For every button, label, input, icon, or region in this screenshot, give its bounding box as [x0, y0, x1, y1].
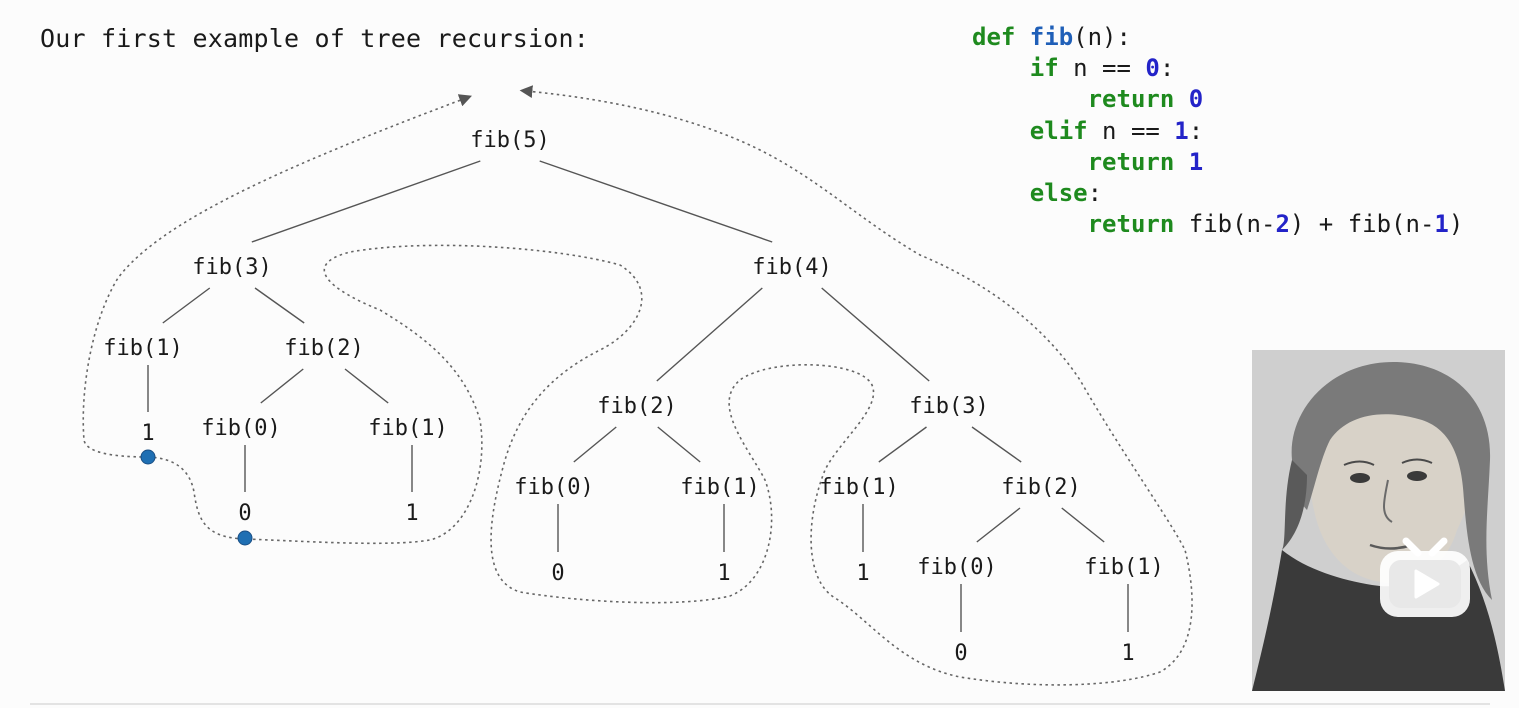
tree-edge: [656, 287, 763, 382]
tree-edge: [657, 426, 701, 463]
code-token: fib(n-: [1174, 210, 1276, 239]
code-token: elif: [1029, 116, 1088, 145]
code-token: return: [1087, 210, 1175, 239]
code-line: return fib(n-2) + fib(n-1): [972, 209, 1464, 240]
tree-call-node: fib(1): [103, 336, 182, 361]
code-token: return: [1087, 147, 1175, 176]
tree-call-node: fib(2): [284, 336, 363, 361]
tree-edge: [821, 287, 930, 382]
code-line: if n == 0:: [972, 53, 1463, 84]
tree-return-value: 1: [717, 561, 730, 586]
code-line: return 1: [972, 147, 1463, 178]
tree-return-value: 0: [954, 641, 967, 666]
code-token: ) + fib(n-: [1289, 210, 1435, 239]
visited-marker: [140, 449, 156, 465]
tree-edge: [1061, 507, 1105, 543]
code-line: return 0: [972, 84, 1463, 115]
code-token: :: [1159, 54, 1175, 83]
code-token: 0: [1188, 85, 1204, 114]
code-line: def fib(n):: [972, 22, 1463, 53]
tree-call-node: fib(2): [1001, 475, 1080, 500]
code-line: else:: [972, 178, 1463, 209]
code-token: (n):: [1073, 23, 1131, 51]
tree-call-node: fib(0): [917, 555, 996, 580]
code-token: :: [1087, 178, 1103, 207]
code-token: 2: [1275, 210, 1290, 239]
tree-edge: [251, 160, 481, 243]
code-token: 1: [1174, 116, 1189, 145]
tree-call-node: fib(5): [470, 128, 549, 153]
play-badge-icon[interactable]: [1376, 535, 1474, 619]
tree-call-node: fib(0): [514, 475, 593, 500]
code-token: :: [1188, 116, 1204, 145]
tree-edge: [162, 287, 211, 324]
tree-edge: [976, 507, 1021, 543]
code-token: 0: [1145, 54, 1160, 83]
tree-call-node: fib(3): [192, 255, 271, 280]
tree-edge: [344, 368, 389, 404]
code-token: 1: [1434, 210, 1449, 239]
tree-call-node: fib(4): [752, 255, 831, 280]
slide-title: Our first example of tree recursion:: [40, 24, 590, 53]
code-token: def: [972, 23, 1030, 51]
portrait-illustration-icon: [1252, 350, 1505, 691]
tree-call-node: fib(1): [819, 475, 898, 500]
tree-edge: [260, 368, 304, 404]
tree-return-value: 1: [856, 561, 869, 586]
code-token: if: [1029, 54, 1059, 83]
bottom-divider: [30, 703, 1490, 705]
tree-edge: [539, 160, 773, 243]
tree-call-node: fib(1): [368, 416, 447, 441]
tree-return-value: 1: [1121, 641, 1134, 666]
fib-code-block: def fib(n): if n == 0: return 0 elif n =…: [972, 22, 1463, 240]
tree-call-node: fib(1): [680, 475, 759, 500]
tree-call-node: fib(0): [201, 416, 280, 441]
code-token: n ==: [1087, 116, 1175, 145]
tree-edge: [573, 426, 617, 463]
tree-edge: [971, 426, 1022, 463]
tree-call-node: fib(3): [909, 394, 988, 419]
code-token: fib: [1029, 23, 1074, 51]
code-token: ): [1448, 210, 1464, 239]
tree-return-value: 0: [551, 561, 564, 586]
code-token: n ==: [1058, 54, 1146, 83]
code-line: elif n == 1:: [972, 116, 1463, 147]
tree-edge: [254, 287, 305, 324]
tree-return-value: 1: [405, 501, 418, 526]
code-token: 1: [1188, 147, 1204, 176]
tree-call-node: fib(1): [1084, 555, 1163, 580]
tree-call-node: fib(2): [597, 394, 676, 419]
tree-edge: [878, 426, 927, 463]
tree-return-value: 0: [238, 501, 251, 526]
evaluation-trace-path: [82, 85, 1193, 686]
visited-marker: [237, 530, 253, 546]
code-token: else: [1029, 178, 1088, 207]
tree-return-value: 1: [141, 421, 154, 446]
code-token: return: [1087, 85, 1175, 114]
